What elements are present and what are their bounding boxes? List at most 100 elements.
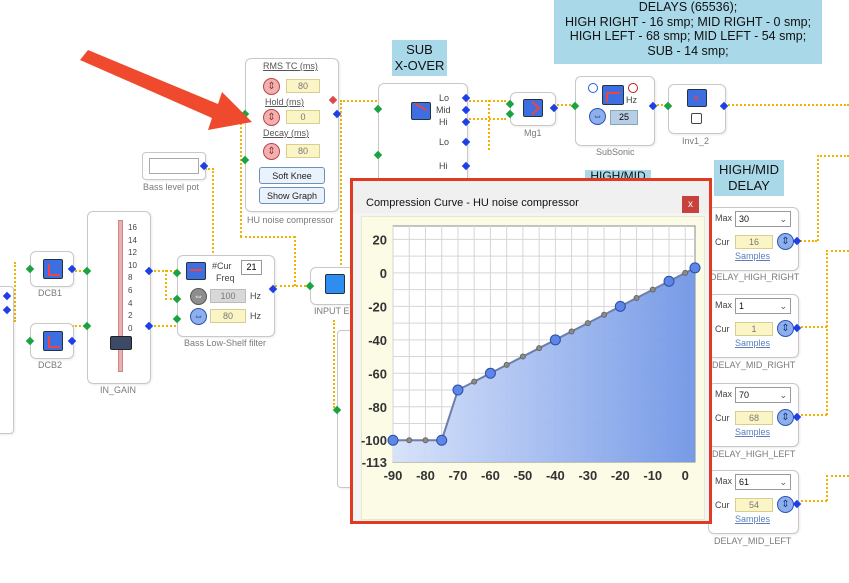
gain-value[interactable]: 80 — [210, 309, 246, 323]
left-partial-block[interactable] — [0, 286, 14, 434]
input-port[interactable] — [82, 321, 92, 331]
curve-point — [536, 345, 543, 352]
phase-icon[interactable] — [628, 83, 638, 93]
input-port[interactable] — [172, 314, 182, 324]
freq-value[interactable]: 100 — [210, 289, 246, 303]
invert-checkbox[interactable] — [691, 113, 702, 124]
cur-value-input[interactable]: 21 — [241, 260, 262, 275]
bass-shelf-block[interactable]: #Cur Freq 21 ⇔ 100 Hz ⇔ 80 Hz — [172, 255, 278, 337]
gain-tick: 12 — [128, 248, 137, 258]
input-port[interactable] — [505, 109, 515, 119]
delay-mid-left-block[interactable]: Max 61⌄ Cur 54 ⇕ Samples — [703, 470, 802, 534]
subsonic-block[interactable]: Hz ⇔ 25 — [570, 76, 658, 146]
gain-knob-icon[interactable]: ⇔ — [190, 308, 207, 325]
max-select-value: 1 — [739, 301, 745, 311]
gain-tick: 4 — [128, 298, 133, 308]
compression-curve-window[interactable]: Compression Curve - HU noise compressor … — [350, 178, 712, 524]
gain-slider-track[interactable] — [118, 220, 123, 372]
hold-label: Hold (ms) — [265, 97, 305, 107]
mg1-block[interactable] — [505, 92, 559, 126]
input-port[interactable] — [25, 264, 35, 274]
max-label: Max — [715, 300, 733, 310]
output-port[interactable] — [328, 95, 338, 105]
max-select[interactable]: 61⌄ — [735, 474, 791, 490]
bass-level-pot-block[interactable] — [142, 152, 209, 180]
wire — [72, 325, 92, 327]
samples-link[interactable]: Samples — [735, 251, 771, 261]
max-select[interactable]: 70⌄ — [735, 387, 791, 403]
output-port[interactable] — [67, 336, 77, 346]
input-port[interactable] — [172, 268, 182, 278]
output-port[interactable] — [2, 291, 12, 301]
x-tick-label: -90 — [384, 468, 403, 483]
subsonic-label: SubSonic — [596, 147, 635, 157]
input-port[interactable] — [332, 405, 342, 415]
chevron-down-icon: ⌄ — [779, 301, 787, 311]
subsonic-knob-icon[interactable]: ⇔ — [589, 108, 606, 125]
input-port[interactable] — [505, 99, 515, 109]
input-port[interactable] — [240, 155, 250, 165]
dcb1-block[interactable] — [25, 251, 77, 287]
power-icon[interactable] — [588, 83, 598, 93]
output-port[interactable] — [144, 266, 154, 276]
input-port[interactable] — [570, 101, 580, 111]
dc-blocker-icon — [43, 331, 63, 351]
input-port[interactable] — [373, 150, 383, 160]
decay-value[interactable]: 80 — [286, 144, 320, 158]
cur-value[interactable]: 1 — [735, 322, 773, 336]
input-port[interactable] — [82, 266, 92, 276]
wire — [466, 118, 506, 120]
dcb2-block[interactable] — [25, 323, 77, 359]
show-graph-button[interactable]: Show Graph — [259, 187, 325, 204]
input-port[interactable] — [172, 294, 182, 304]
sub-xover-line-1: SUB — [406, 42, 433, 57]
max-select[interactable]: 1⌄ — [735, 298, 791, 314]
output-port[interactable] — [792, 236, 802, 246]
delay-knob-icon[interactable]: ⇕ — [777, 496, 794, 513]
output-port[interactable] — [2, 305, 12, 315]
cur-value[interactable]: 16 — [735, 235, 773, 249]
subsonic-value[interactable]: 25 — [610, 110, 638, 125]
delay-high-right-block[interactable]: Max 30⌄ Cur 16 ⇕ Samples — [703, 207, 802, 271]
cur-value[interactable]: 54 — [735, 498, 773, 512]
output-port[interactable] — [144, 321, 154, 331]
output-port[interactable] — [461, 161, 471, 171]
delay-mid-right-block[interactable]: Max 1⌄ Cur 1 ⇕ Samples — [703, 294, 802, 358]
hold-value[interactable]: 0 — [286, 110, 320, 124]
xover-block[interactable]: Lo Mid Hi Lo Hi — [373, 83, 471, 185]
input-port[interactable] — [305, 281, 315, 291]
window-titlebar[interactable] — [353, 181, 709, 213]
bass-shelf-label: Bass Low-Shelf filter — [184, 338, 267, 348]
input-port[interactable] — [373, 104, 383, 114]
delay-high-left-block[interactable]: Max 70⌄ Cur 68 ⇕ Samples — [703, 383, 802, 447]
max-select[interactable]: 30⌄ — [735, 211, 791, 227]
delay-knob-icon[interactable]: ⇕ — [777, 320, 794, 337]
output-port[interactable] — [461, 105, 471, 115]
freq-knob-icon[interactable]: ⇔ — [190, 288, 207, 305]
dcb2-label: DCB2 — [38, 360, 63, 370]
soft-knee-button[interactable]: Soft Knee — [259, 167, 325, 184]
samples-link[interactable]: Samples — [735, 427, 771, 437]
cur-value[interactable]: 68 — [735, 411, 773, 425]
samples-link[interactable]: Samples — [735, 338, 771, 348]
noise-compressor-block[interactable]: RMS TC (ms) ⇕ 80 Hold (ms) ⇕ 0 Decay (ms… — [240, 58, 342, 212]
in-gain-block[interactable]: 16 14 12 10 8 6 4 2 0 — [82, 211, 154, 384]
max-select-value: 61 — [739, 477, 750, 487]
bass-level-pot-input[interactable] — [149, 158, 199, 174]
delays-line-2: HIGH RIGHT - 16 smp; MID RIGHT - 0 smp; — [564, 14, 812, 29]
samples-link[interactable]: Samples — [735, 514, 771, 524]
input-port[interactable] — [663, 101, 673, 111]
input-port[interactable] — [25, 336, 35, 346]
close-icon: x — [688, 199, 693, 210]
output-port[interactable] — [461, 137, 471, 147]
close-button[interactable]: x — [682, 196, 699, 213]
hold-knob-icon[interactable]: ⇕ — [263, 109, 280, 126]
rms-value[interactable]: 80 — [286, 79, 320, 93]
decay-label: Decay (ms) — [263, 128, 310, 138]
gain-slider-thumb[interactable] — [110, 336, 132, 350]
delay-knob-icon[interactable]: ⇕ — [777, 409, 794, 426]
decay-knob-icon[interactable]: ⇕ — [263, 143, 280, 160]
delay-knob-icon[interactable]: ⇕ — [777, 233, 794, 250]
rms-knob-icon[interactable]: ⇕ — [263, 78, 280, 95]
inv1-2-block[interactable]: × — [663, 84, 729, 134]
